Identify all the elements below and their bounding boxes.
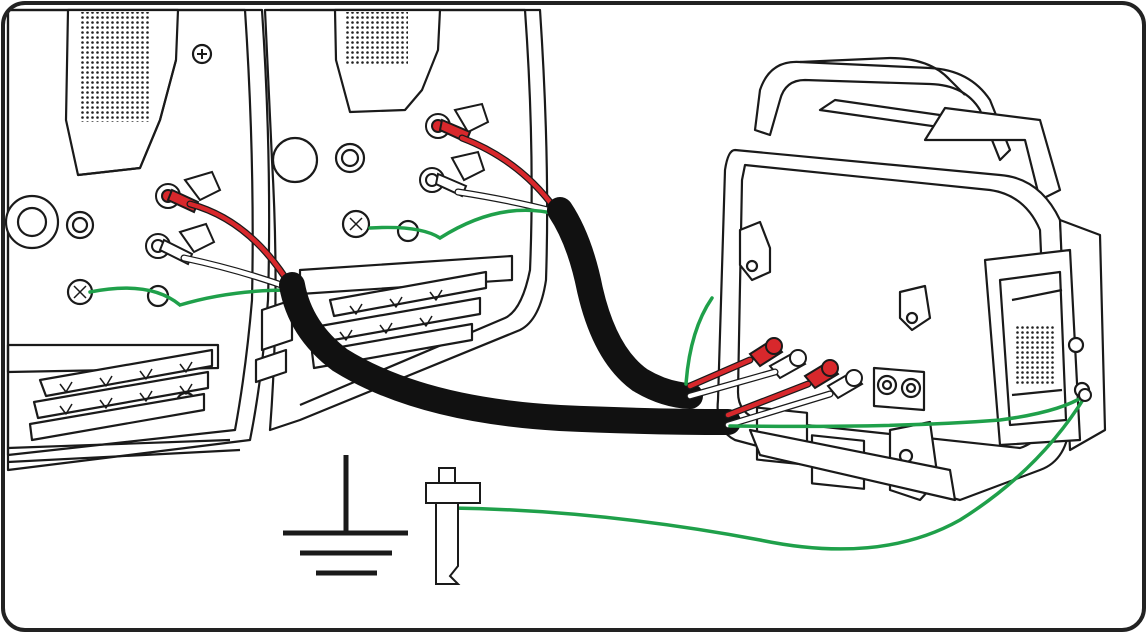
terminal-red-left [155,170,222,214]
terminal-white-middle [419,150,486,198]
ground-symbol [283,455,408,576]
ground-terminal [1078,388,1092,402]
generator-unit-middle [254,8,549,432]
ground-rod [425,467,481,585]
generator-unit-left [4,8,271,472]
wire-bundle [88,134,1088,551]
parallel-kit-box [716,56,1107,502]
kit-connectors [748,337,864,400]
